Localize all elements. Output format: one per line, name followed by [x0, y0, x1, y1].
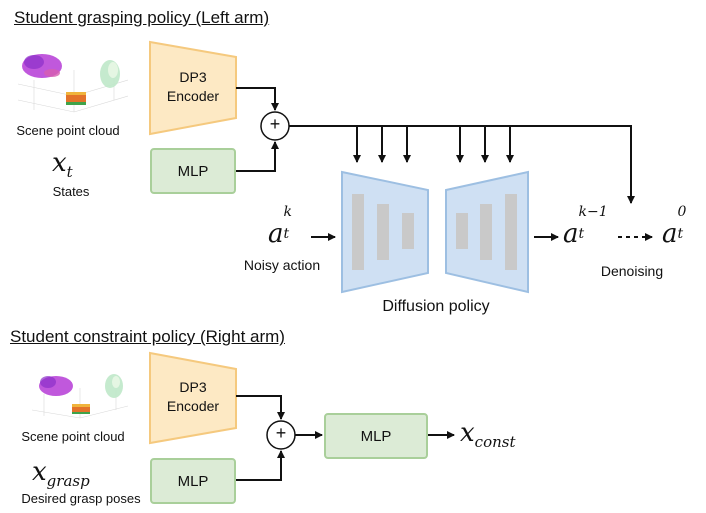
top-plus-sign: +	[269, 114, 281, 134]
wire-encoder-to-sum	[236, 87, 279, 111]
bottom-point-cloud-label: Scene point cloud	[21, 429, 125, 444]
top-encoder-shape	[149, 40, 237, 136]
mlp-label: MLP	[360, 427, 392, 445]
mlp-label: MLP	[177, 472, 209, 490]
scene-point-cloud-image	[30, 370, 130, 422]
encoder-type: Encoder	[166, 88, 220, 104]
unet-bar	[402, 213, 414, 249]
noisy-action-label: Noisy action	[243, 257, 321, 273]
unet-bar	[480, 204, 492, 260]
bottom-encoder: DP3 Encoder	[158, 378, 228, 416]
bottom-encoder-shape	[149, 351, 237, 445]
wire-bottom-mlp-to-sum	[236, 450, 285, 481]
grasp-label: Desired grasp poses	[21, 491, 141, 506]
top-mlp: MLP	[150, 148, 236, 194]
state-label: States	[52, 184, 90, 199]
top-point-cloud-label: Scene point cloud	[16, 123, 120, 138]
denoising-label: Denoising	[600, 263, 664, 279]
scene-point-cloud-image	[14, 40, 132, 118]
mlp-label: MLP	[177, 162, 209, 180]
bottom-plus-sign: +	[275, 423, 287, 443]
top-encoder: DP3 Encoder	[158, 68, 228, 106]
wire-mlp-to-sum	[236, 141, 279, 172]
constraint-mlp: MLP	[324, 413, 428, 459]
encoder-name: DP3	[179, 379, 207, 395]
bottom-mlp: MLP	[150, 458, 236, 504]
unet-bar	[352, 194, 364, 270]
constraint-output-symbol: xconst	[460, 418, 516, 452]
bottom-section-title: Student constraint policy (Right arm)	[10, 327, 285, 346]
top-section-title: Student grasping policy (Left arm)	[14, 8, 270, 27]
wire-condition-bus	[289, 125, 635, 204]
wire-bottom-encoder-to-sum	[236, 395, 285, 420]
encoder-type: Encoder	[166, 398, 220, 414]
unet-bar	[456, 213, 468, 249]
unet-bar	[505, 194, 517, 270]
grasp-symbol: xgrasp	[32, 457, 90, 491]
encoder-name: DP3	[179, 69, 207, 85]
diffusion-policy-label: Diffusion policy	[382, 298, 490, 315]
state-symbol: xt	[52, 148, 73, 182]
unet-bar	[377, 204, 389, 260]
